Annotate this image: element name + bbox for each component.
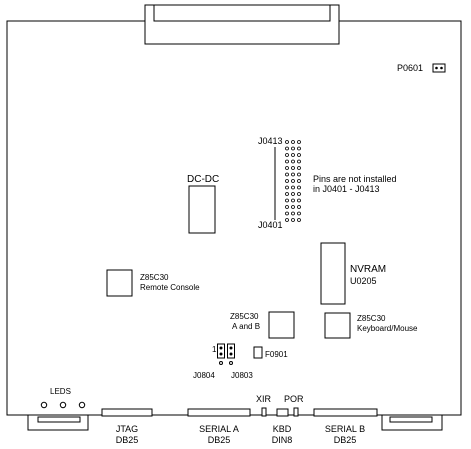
header-pin [291,146,295,151]
bottom-right-bracket [381,414,443,431]
header-pin [291,153,295,157]
serial-a-connector [187,408,251,417]
header-pin [285,205,289,209]
header-pin [297,198,301,203]
z85c30-ab-chip [268,311,295,339]
serial-b-label: SERIAL B [325,424,365,434]
header-pin [291,166,295,170]
header-pin [291,218,295,222]
dc-dc-label: DC-DC [187,174,219,185]
header-pin [291,172,295,177]
header-pin [297,179,301,183]
z85c30-remote-chip [106,269,133,297]
header-pin [291,185,295,190]
header-pin [297,146,301,151]
header-pin [297,218,301,222]
serial-a-label: SERIAL A [199,424,239,434]
header-pin [291,211,295,216]
jtag-connector [101,408,153,417]
header-pin [285,159,289,164]
header-pin [291,140,295,144]
p0601-header [432,63,446,73]
jtag-type-label: DB25 [116,435,139,445]
serial-a-type-label: DB25 [208,435,231,445]
nvram-ref-label: U0205 [350,276,377,286]
j0803-label: J0803 [231,371,253,380]
nvram-chip [320,242,346,305]
xir-label: XIR [256,394,272,404]
header-pin [291,179,295,183]
xir-button [261,407,267,417]
kbd-label: KBD [273,424,292,434]
header-pin [297,166,301,170]
header-pin [297,185,301,190]
header-pin [297,153,301,157]
z85c30-remote-label: Z85C30 [140,273,169,282]
jumper-j0804 [217,343,225,365]
header-pin [297,140,301,144]
nvram-label: NVRAM [350,264,386,275]
header-pin [291,198,295,203]
header-pin [285,166,289,170]
dc-dc-module [188,185,216,234]
header-pin [297,205,301,209]
header-pin [285,211,289,216]
header-pin [285,172,289,177]
leds [40,401,86,409]
j0413-label: J0413 [258,136,283,146]
pins-note-line2: in J0401 - J0413 [313,184,380,194]
header-pin [285,146,289,151]
f0901-fuse [253,346,263,359]
header-pin [297,211,301,216]
header-pin [291,159,295,164]
header-pin [285,198,289,203]
z85c30-ab-label: Z85C30 [230,312,259,321]
kbd-type-label: DIN8 [272,435,293,445]
z85c30-kb-desc: Keyboard/Mouse [357,324,418,333]
header-pin [285,179,289,183]
z85c30-remote-desc: Remote Console [140,283,200,292]
header-pin [285,153,289,157]
por-label: POR [284,394,304,404]
top-connector [144,4,340,45]
z85c30-kb-label: Z85C30 [357,314,386,323]
header-pin [285,218,289,222]
bottom-left-bracket [27,414,89,431]
pins-note-line1: Pins are not installed [313,174,397,184]
p0601-label: P0601 [397,63,423,73]
leds-label: LEDS [50,387,71,396]
z85c30-kb-chip [324,312,351,339]
header-pin [297,192,301,196]
header-pin [297,159,301,164]
j0401-label: J0401 [258,220,283,230]
header-pin [297,172,301,177]
pin-grid [285,140,301,222]
header-pin [285,192,289,196]
pin1-label: 1 [212,345,217,354]
header-pin [285,140,289,144]
jumper-j0803 [227,343,235,365]
kbd-connector [276,408,289,417]
j0804-label: J0804 [193,371,215,380]
header-pin [291,192,295,196]
jtag-label: JTAG [116,424,138,434]
z85c30-ab-desc: A and B [232,322,260,331]
por-button [293,407,299,417]
header-pin [291,205,295,209]
header-pin [285,185,289,190]
serial-b-type-label: DB25 [334,435,357,445]
serial-b-connector [313,408,378,417]
f0901-label: F0901 [265,350,288,359]
